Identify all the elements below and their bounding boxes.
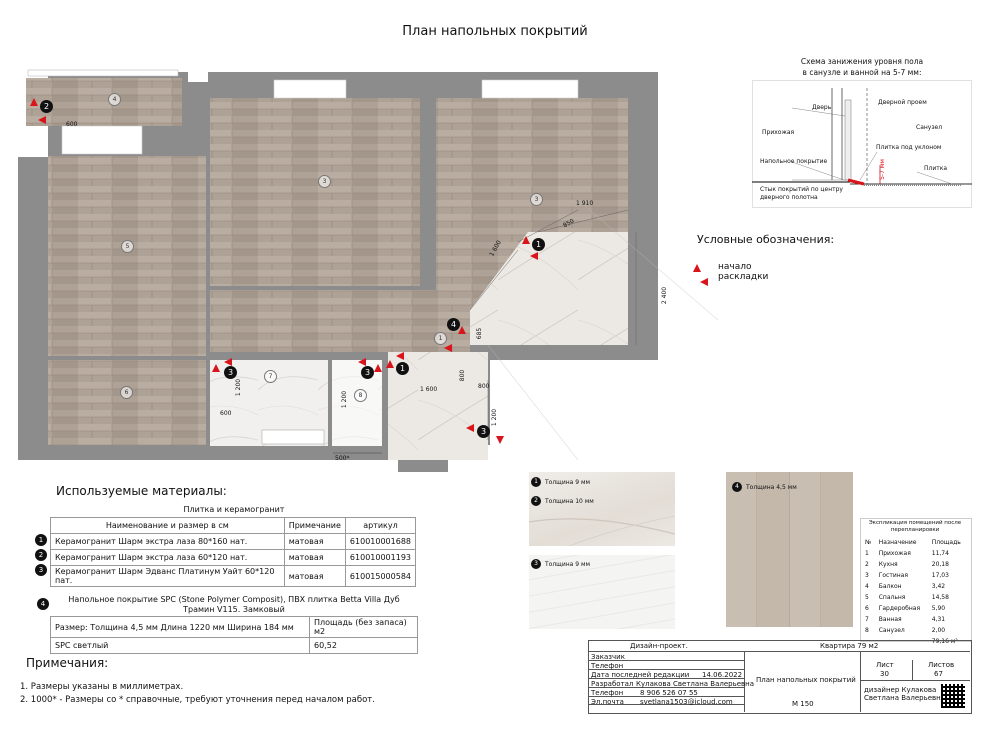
layout-start-marker: 1 [532,238,545,251]
table-row: 79,16 м² [931,638,958,645]
sample-number: 3 [531,559,541,569]
dimension-label: 600 [220,410,232,417]
layout-start-marker: 3 [361,366,374,379]
dimension-label: 1 200 [341,390,349,409]
tile-table: Наименование и размер в см Примечание ар… [50,517,417,587]
scheme-label: 5-7 мм [878,159,886,180]
tb-designer: дизайнер Кулакова Светлана Валерьевна [864,686,945,702]
room-number: 3 [318,175,331,188]
materials-heading: Используемые материалы: [56,484,227,498]
material-number: 2 [35,549,47,561]
tb-sheet-title: План напольных покрытий [756,676,856,684]
sample-number: 4 [732,482,742,492]
room-number: 7 [264,370,277,383]
explication-title: Экспликация помещений после перепланиров… [868,520,962,533]
notes-heading: Примечания: [26,656,109,670]
room-number: 1 [434,332,447,345]
scheme-label: Санузел [916,124,943,131]
scheme-label: Дверной проем [878,99,927,106]
sample-number: 2 [531,496,541,506]
scheme-label: Напольное покрытие [760,158,828,165]
sample-label: Толщина 4,5 мм [746,484,797,491]
dimension-label: 500* [335,455,350,462]
layout-start-marker: 2 [40,100,53,113]
sample-label: Толщина 10 мм [545,498,594,505]
layout-start-marker: 3 [477,425,490,438]
dimension-label: 1 200 [235,378,243,397]
sample-label: Толщина 9 мм [545,479,591,486]
room-number: 6 [120,386,133,399]
legend-text: начало раскладки [718,262,769,282]
layout-start-marker: 1 [396,362,409,375]
layout-start-marker: 4 [447,318,460,331]
scheme-label: Прихожая [762,129,795,136]
layout-start-marker: 3 [224,366,237,379]
table-row: Керамогранит Шарм Эдванс Платинум Уайт 6… [50,565,417,587]
sample-spc [726,472,853,627]
scheme-title: Схема занижения уровня пола в санузле и … [800,57,924,77]
tb-scale: М 150 [792,700,814,708]
sample-label: Толщина 9 мм [545,561,591,568]
tb-apartment: Квартира 79 м2 [820,642,879,650]
legend-title: Условные обозначения: [697,233,835,246]
table-row: Размер: Толщина 4,5 мм Длина 1220 мм Шир… [50,616,418,638]
dimension-label: 1 600 [420,386,438,393]
dimension-label: 1 200 [491,408,499,427]
dimension-label: 800 [478,383,490,390]
sample-tile-1-2 [529,472,675,546]
room-number: 4 [108,93,121,106]
room-number: 3 [530,193,543,206]
tb-design-project: Дизайн-проект. [630,642,688,650]
title-block [588,640,972,714]
explication-panel [860,518,972,642]
dimension-label: 2 400 [661,286,669,305]
table-row: Керамогранит Шарм экстра лаза 60*120 нат… [50,549,417,566]
material-number: 3 [35,564,47,576]
dimension-label: 685 [476,327,484,340]
spc-table: Напольное покрытие SPC (Stone Polymer Co… [50,594,418,654]
page-title: План напольных покрытий [402,24,588,39]
layout-arrows [30,98,538,444]
sample-tile-3 [529,555,675,629]
floor-level-scheme [752,80,972,208]
table-row: SPC светлый 60,52 [50,637,418,654]
note-item: 2. 1000* - Размеры со * справочные, треб… [20,695,375,705]
layout-start-icon [693,264,708,286]
note-item: 1. Размеры указаны в миллиметрах. [20,682,184,692]
dimension-label: 800 [459,369,467,382]
scheme-label: Дверь [812,104,832,111]
dimension-label: 600 [66,121,78,128]
scheme-label: Стык покрытий по центру дверного полотна [760,186,843,201]
table-row: Керамогранит Шарм экстра лаза 80*160 нат… [50,533,417,550]
dimension-label: 1 910 [576,200,594,207]
sample-veins [529,515,675,546]
scheme-label: Плитка под уклоном [876,144,942,151]
room-number: 5 [121,240,134,253]
floor-plan [18,69,719,480]
material-number: 4 [37,598,49,610]
scheme-label: Плитка [924,165,948,172]
sample-number: 1 [531,477,541,487]
tile-table-title: Плитка и керамогранит [183,505,285,514]
material-number: 1 [35,534,47,546]
room-number: 8 [354,389,367,402]
qr-code-icon [941,684,965,708]
